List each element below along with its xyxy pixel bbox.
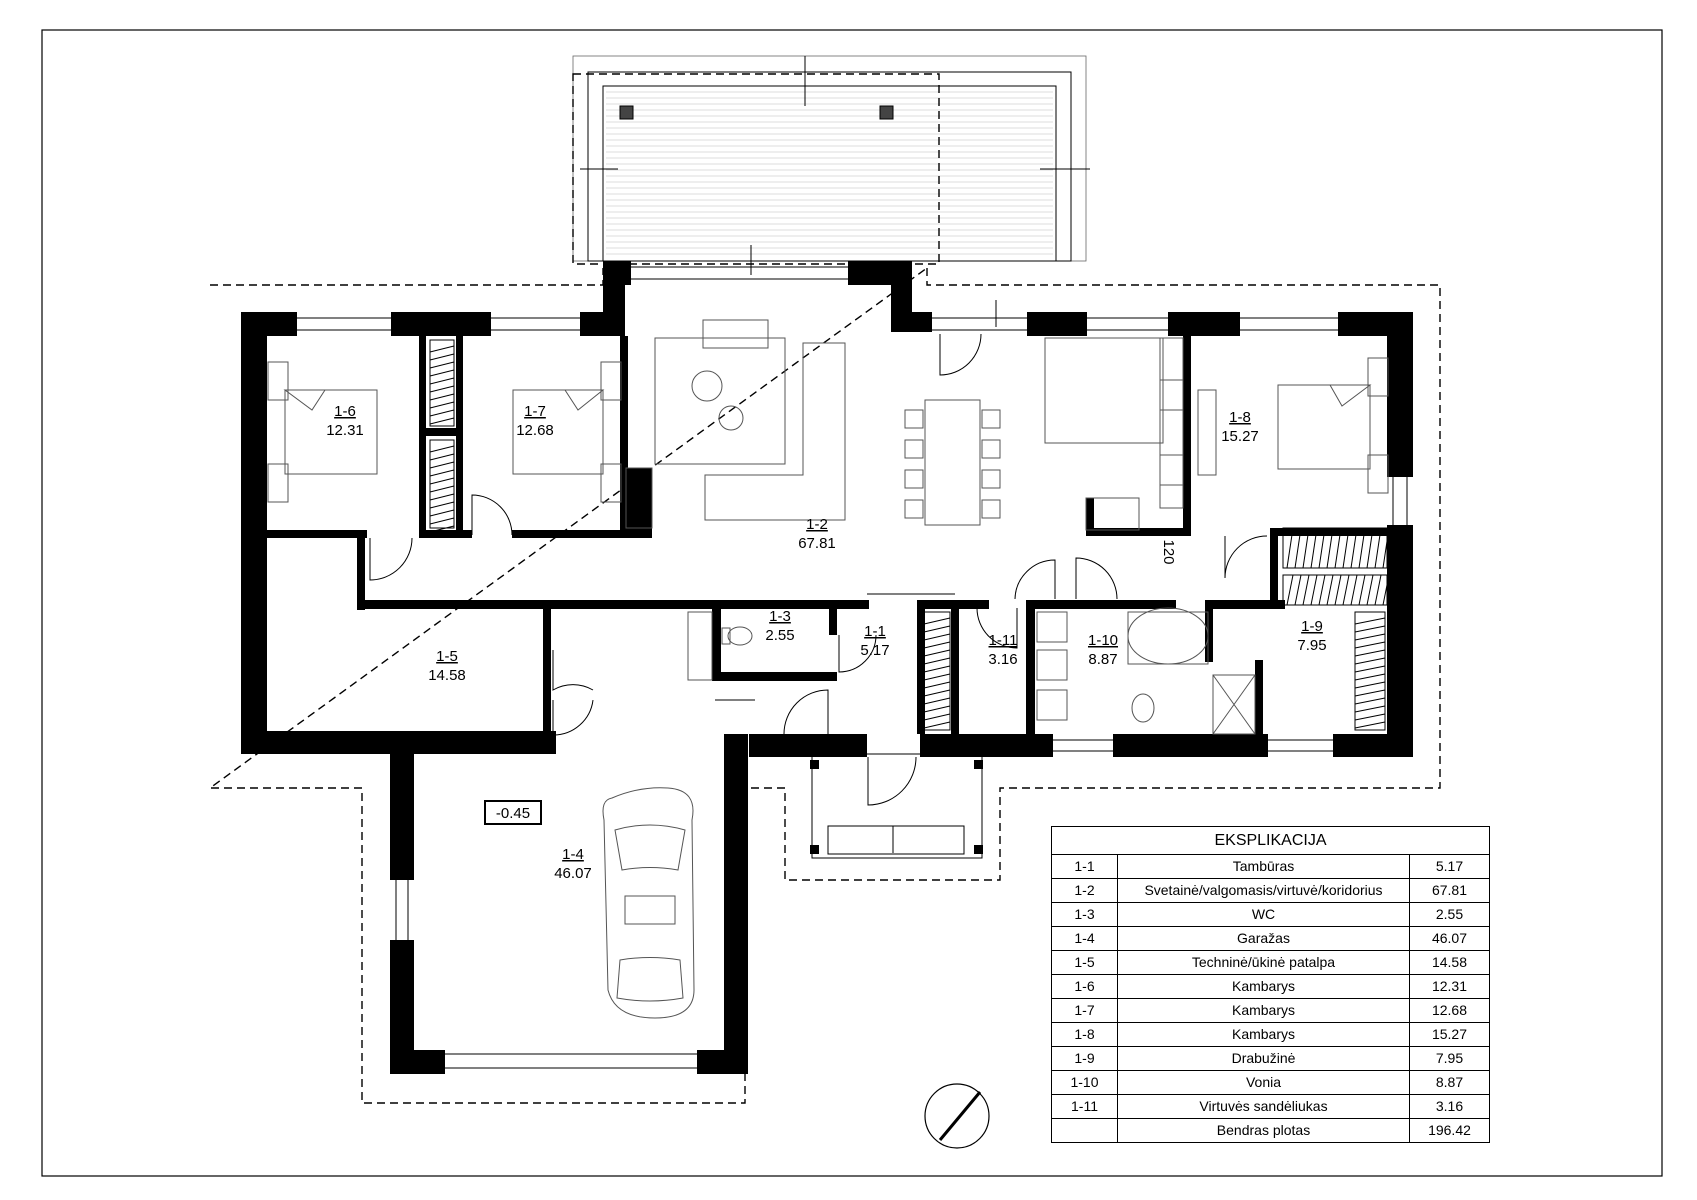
legend-room-name: Virtuvės sandėliukas — [1117, 1094, 1410, 1119]
room-id-label: 1-11 — [989, 632, 1018, 649]
built-in-wardrobes — [429, 339, 1390, 731]
sheet-border — [41, 29, 1663, 1177]
legend-title: EKSPLIKACIJA — [1051, 826, 1490, 855]
room-id-label: 1-5 — [436, 648, 458, 665]
north-arrow-icon — [924, 1083, 990, 1149]
legend-room-area: 7.95 — [1409, 1046, 1490, 1071]
legend-room-id: 1-4 — [1051, 926, 1118, 951]
legend-room-id: 1-7 — [1051, 998, 1118, 1023]
room-id-label: 1-6 — [334, 403, 356, 420]
room-area-label: 14.58 — [428, 667, 466, 684]
legend-room-area: 8.87 — [1409, 1070, 1490, 1095]
legend-room-area: 46.07 — [1409, 926, 1490, 951]
legend-room-area: 2.55 — [1409, 902, 1490, 927]
room-area-label: 8.87 — [1088, 651, 1117, 668]
legend-room-name: Techninė/ūkinė patalpa — [1117, 950, 1410, 975]
furniture — [267, 319, 1389, 1019]
legend-room-id: 1-3 — [1051, 902, 1118, 927]
legend-room-name: Kambarys — [1117, 974, 1410, 999]
legend-room-area: 5.17 — [1409, 854, 1490, 879]
doors — [369, 333, 1268, 806]
legend-room-id: 1-8 — [1051, 1022, 1118, 1047]
legend-room-area: 3.16 — [1409, 1094, 1490, 1119]
legend-room-name: Kambarys — [1117, 1022, 1410, 1047]
legend-room-name: WC — [1117, 902, 1410, 927]
legend-room-id: 1-1 — [1051, 854, 1118, 879]
legend-room-area: 67.81 — [1409, 878, 1490, 903]
legend-room-area: 14.58 — [1409, 950, 1490, 975]
room-area-label: 5.17 — [860, 642, 889, 659]
level-marker — [484, 800, 542, 825]
room-area-label: 67.81 — [798, 535, 836, 552]
room-area-label: 2.55 — [765, 627, 794, 644]
room-area-label: 12.31 — [326, 422, 364, 439]
legend-total-row: Bendras plotas 196.42 — [1051, 1118, 1490, 1143]
room-id-label: 1-7 — [524, 403, 546, 420]
legend-room-name: Svetainė/valgomasis/virtuvė/koridorius — [1117, 878, 1410, 903]
room-area-label: 15.27 — [1221, 428, 1259, 445]
legend-room-id: 1-5 — [1051, 950, 1118, 975]
legend-total-value: 196.42 — [1409, 1118, 1490, 1143]
garage-level: -0.45 — [496, 805, 530, 822]
legend-room-name: Tambūras — [1117, 854, 1410, 879]
legend-room-name: Drabužinė — [1117, 1046, 1410, 1071]
legend-total-label: Bendras plotas — [1117, 1118, 1410, 1143]
legend-room-id: 1-10 — [1051, 1070, 1118, 1095]
room-area-label: 46.07 — [554, 865, 592, 882]
legend-room-id: 1-9 — [1051, 1046, 1118, 1071]
legend-room-name: Kambarys — [1117, 998, 1410, 1023]
room-id-label: 1-4 — [562, 846, 584, 863]
entrance-porch — [810, 753, 983, 859]
legend-room-area: 15.27 — [1409, 1022, 1490, 1047]
legend-room-name: Garažas — [1117, 926, 1410, 951]
legend-room-id: 1-6 — [1051, 974, 1118, 999]
room-area-label: 12.68 — [516, 422, 554, 439]
windows — [297, 266, 1408, 1069]
legend-room-id: 1-2 — [1051, 878, 1118, 903]
legend-room-area: 12.31 — [1409, 974, 1490, 999]
legend-room-area: 12.68 — [1409, 998, 1490, 1023]
room-id-label: 1-8 — [1229, 409, 1251, 426]
room-labels: 1-1 5.17 1-2 67.81 1-3 2.55 1-4 46.07 1-5 14.58 1-… — [326, 403, 1326, 882]
room-id-label: 1-1 — [864, 623, 886, 640]
room-id-label: 1-9 — [1301, 618, 1323, 635]
car-icon — [602, 787, 695, 1019]
terrace — [572, 55, 1090, 327]
room-id-label: 1-10 — [1088, 632, 1118, 649]
room-id-label: 1-2 — [806, 516, 828, 533]
walls — [241, 261, 1413, 1074]
legend-room-id: 1-11 — [1051, 1094, 1118, 1119]
room-area-label: 3.16 — [988, 651, 1017, 668]
room-area-label: 7.95 — [1297, 637, 1326, 654]
dimension-label: 120 — [1160, 539, 1177, 564]
legend-room-name: Vonia — [1117, 1070, 1410, 1095]
room-id-label: 1-3 — [769, 608, 791, 625]
